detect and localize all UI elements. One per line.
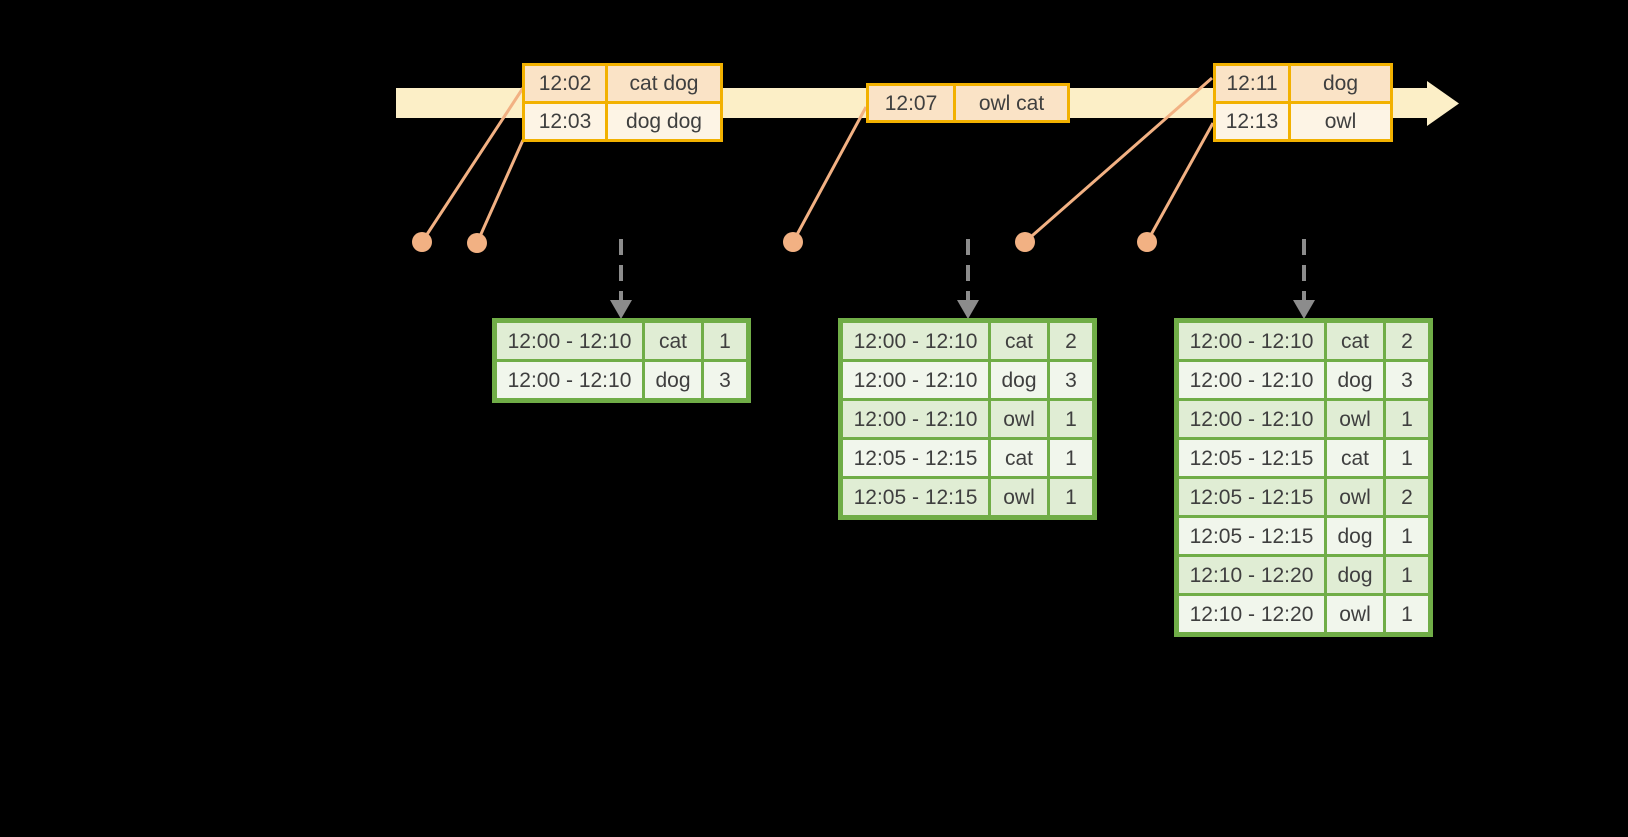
window-cell: 12:10 - 12:20	[1179, 596, 1324, 632]
event-box: 12:02 cat dog 12:03 dog dog	[522, 63, 723, 142]
word-cell: dog	[1327, 362, 1383, 398]
word-cell: cat	[1327, 440, 1383, 476]
count-cell: 1	[1050, 401, 1092, 437]
count-cell: 2	[1386, 323, 1428, 359]
event-dot-icon	[783, 232, 803, 252]
count-cell: 3	[704, 362, 746, 398]
count-cell: 3	[1386, 362, 1428, 398]
event-dot-icon	[1015, 232, 1035, 252]
event-time: 12:03	[525, 104, 605, 139]
event-time: 12:07	[869, 86, 953, 120]
window-cell: 12:05 - 12:15	[843, 479, 988, 515]
window-cell: 12:05 - 12:15	[1179, 479, 1324, 515]
connector-line	[420, 87, 525, 243]
word-cell: owl	[991, 479, 1047, 515]
window-cell: 12:00 - 12:10	[1179, 401, 1324, 437]
count-cell: 3	[1050, 362, 1092, 398]
event-words: owl	[1291, 104, 1390, 139]
connector-line	[475, 139, 525, 244]
window-cell: 12:00 - 12:10	[497, 323, 642, 359]
count-cell: 1	[1050, 479, 1092, 515]
word-cell: owl	[1327, 479, 1383, 515]
event-box: 12:11 dog 12:13 owl	[1213, 63, 1393, 142]
count-cell: 1	[1050, 440, 1092, 476]
connector-line	[1145, 122, 1215, 243]
count-cell: 1	[1386, 518, 1428, 554]
result-table: 12:00 - 12:10 cat 1 12:00 - 12:10 dog 3	[492, 318, 751, 403]
window-cell: 12:05 - 12:15	[843, 440, 988, 476]
word-cell: dog	[991, 362, 1047, 398]
word-cell: dog	[645, 362, 701, 398]
count-cell: 1	[1386, 557, 1428, 593]
word-cell: owl	[991, 401, 1047, 437]
event-dot-icon	[1137, 232, 1157, 252]
window-cell: 12:00 - 12:10	[843, 323, 988, 359]
result-table: 12:00 - 12:10 cat 2 12:00 - 12:10 dog 3 …	[838, 318, 1097, 520]
event-dot-icon	[467, 233, 487, 253]
event-box: 12:07 owl cat	[866, 83, 1070, 123]
event-words: owl cat	[956, 86, 1067, 120]
event-dot-icon	[412, 232, 432, 252]
word-cell: dog	[1327, 557, 1383, 593]
connector-line	[1024, 76, 1213, 244]
count-cell: 1	[1386, 440, 1428, 476]
trigger-arrowhead-icon	[610, 300, 632, 319]
trigger-arrowhead-icon	[1293, 300, 1315, 319]
word-cell: cat	[991, 323, 1047, 359]
word-cell: cat	[1327, 323, 1383, 359]
window-cell: 12:05 - 12:15	[1179, 518, 1324, 554]
window-cell: 12:00 - 12:10	[843, 362, 988, 398]
event-time: 12:13	[1216, 104, 1288, 139]
timeline-arrowhead-icon	[1427, 81, 1459, 126]
count-cell: 1	[1386, 401, 1428, 437]
count-cell: 2	[1050, 323, 1092, 359]
event-words: cat dog	[608, 66, 720, 101]
window-cell: 12:00 - 12:10	[1179, 323, 1324, 359]
word-cell: cat	[645, 323, 701, 359]
word-cell: dog	[1327, 518, 1383, 554]
result-table: 12:00 - 12:10 cat 2 12:00 - 12:10 dog 3 …	[1174, 318, 1433, 637]
connector-line	[791, 106, 868, 243]
count-cell: 1	[704, 323, 746, 359]
word-cell: cat	[991, 440, 1047, 476]
window-cell: 12:00 - 12:10	[497, 362, 642, 398]
count-cell: 2	[1386, 479, 1428, 515]
word-cell: owl	[1327, 596, 1383, 632]
window-cell: 12:00 - 12:10	[843, 401, 988, 437]
window-cell: 12:00 - 12:10	[1179, 362, 1324, 398]
window-cell: 12:10 - 12:20	[1179, 557, 1324, 593]
word-cell: owl	[1327, 401, 1383, 437]
event-words: dog dog	[608, 104, 720, 139]
trigger-arrowhead-icon	[957, 300, 979, 319]
window-cell: 12:05 - 12:15	[1179, 440, 1324, 476]
event-words: dog	[1291, 66, 1390, 101]
event-time: 12:11	[1216, 66, 1288, 101]
count-cell: 1	[1386, 596, 1428, 632]
event-time: 12:02	[525, 66, 605, 101]
